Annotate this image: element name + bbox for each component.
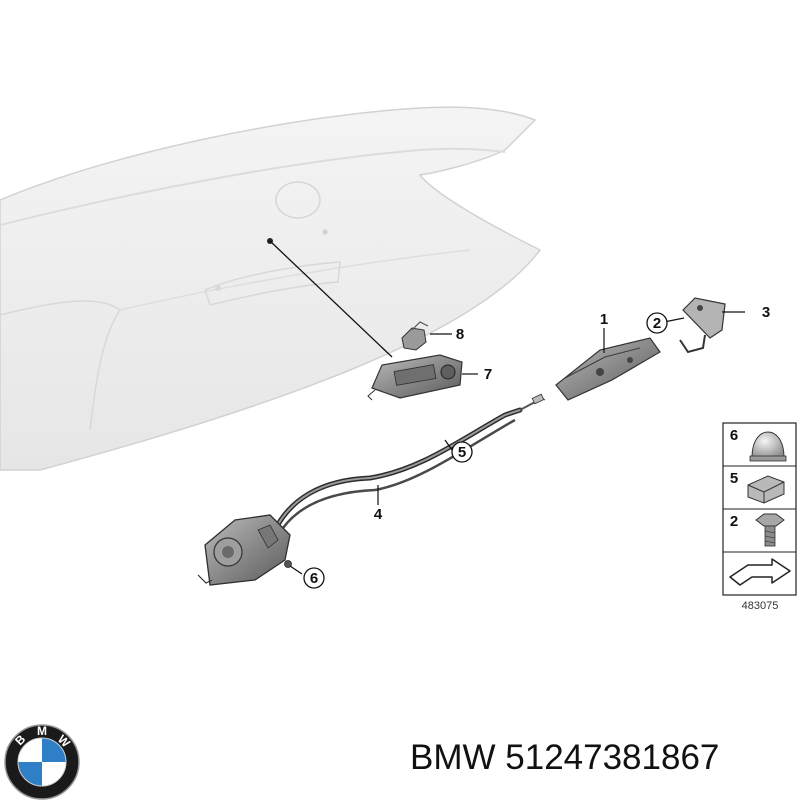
callout-8: 8: [456, 326, 464, 343]
svg-text:6: 6: [310, 570, 318, 587]
direction-arrow-icon: [729, 558, 791, 586]
legend-item-6: 6: [730, 427, 787, 462]
svg-text:4: 4: [374, 506, 383, 523]
part-8-bracket: [401, 321, 429, 351]
diagram-reference-number: 483075: [742, 600, 779, 612]
svg-text:2: 2: [653, 315, 661, 332]
svg-text:3: 3: [762, 304, 770, 321]
svg-text:1: 1: [600, 311, 608, 328]
callout-7: 7: [484, 366, 492, 383]
callout-3: 3: [762, 304, 770, 321]
svg-text:2: 2: [730, 513, 738, 530]
hex-bolt-icon: [755, 513, 785, 547]
part-3-striker: [679, 297, 726, 354]
bmw-roundel-icon: B M W: [4, 724, 80, 800]
svg-text:5: 5: [458, 444, 466, 461]
svg-text:7: 7: [484, 366, 492, 383]
svg-text:6: 6: [730, 427, 738, 444]
svg-text:8: 8: [456, 326, 464, 343]
part-6-actuator: [197, 514, 292, 586]
cap-nut-icon: [749, 431, 787, 462]
legend-item-2: 2: [730, 513, 785, 547]
callout-5: 5: [451, 441, 473, 463]
callout-1: 1: [600, 311, 608, 328]
callout-2: 2: [646, 312, 668, 334]
trunk-lid: [0, 106, 542, 471]
svg-text:5: 5: [730, 470, 738, 487]
legend-item-5: 5: [730, 470, 785, 504]
logo-letter-m: M: [37, 724, 47, 738]
leader-line-lid: [269, 240, 393, 358]
part-1-lock: [537, 337, 661, 401]
callout-6: 6: [303, 567, 325, 589]
fastener-legend: 6 5 2: [722, 422, 797, 596]
part-7-trunk-handle: [367, 354, 463, 401]
clip-nut-icon: [747, 475, 785, 504]
part-number-caption: BMW 51247381867: [410, 738, 720, 777]
callout-4: 4: [374, 506, 383, 523]
cable-assembly: [272, 393, 545, 533]
